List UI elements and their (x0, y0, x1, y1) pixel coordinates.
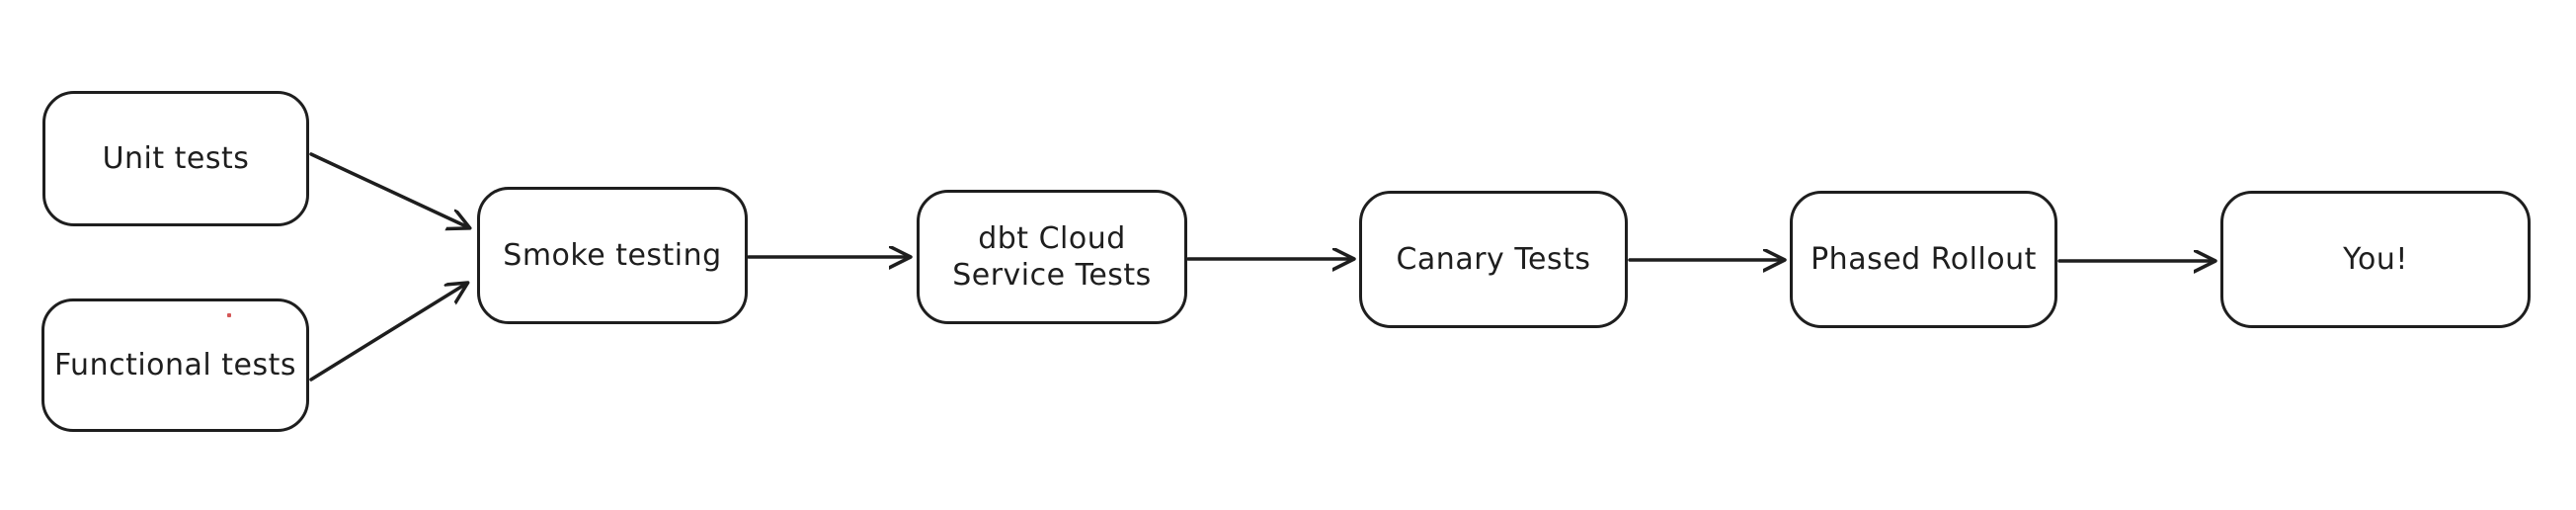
node-canary-tests[interactable]: Canary Tests (1359, 191, 1628, 328)
node-you[interactable]: You! (2220, 191, 2531, 328)
node-phased-rollout[interactable]: Phased Rollout (1790, 191, 2057, 328)
node-functional-tests-label: Functional tests (53, 348, 297, 382)
edge-functional-to-smoke (309, 284, 466, 382)
node-unit-tests[interactable]: Unit tests (42, 91, 309, 226)
node-smoke-testing[interactable]: Smoke testing (477, 187, 748, 324)
node-dbt-cloud-service-tests-label: dbt Cloud Service Tests (952, 221, 1152, 293)
node-phased-rollout-label: Phased Rollout (1811, 242, 2037, 277)
node-functional-tests[interactable]: Functional tests (41, 298, 309, 432)
node-smoke-testing-label: Smoke testing (503, 238, 722, 273)
node-canary-tests-label: Canary Tests (1396, 242, 1591, 277)
edge-unit-to-smoke (309, 152, 468, 227)
node-unit-tests-label: Unit tests (102, 141, 250, 176)
node-you-label: You! (2343, 242, 2408, 277)
node-dbt-cloud-service-tests[interactable]: dbt Cloud Service Tests (917, 190, 1187, 324)
red-dot-artifact (227, 313, 231, 317)
